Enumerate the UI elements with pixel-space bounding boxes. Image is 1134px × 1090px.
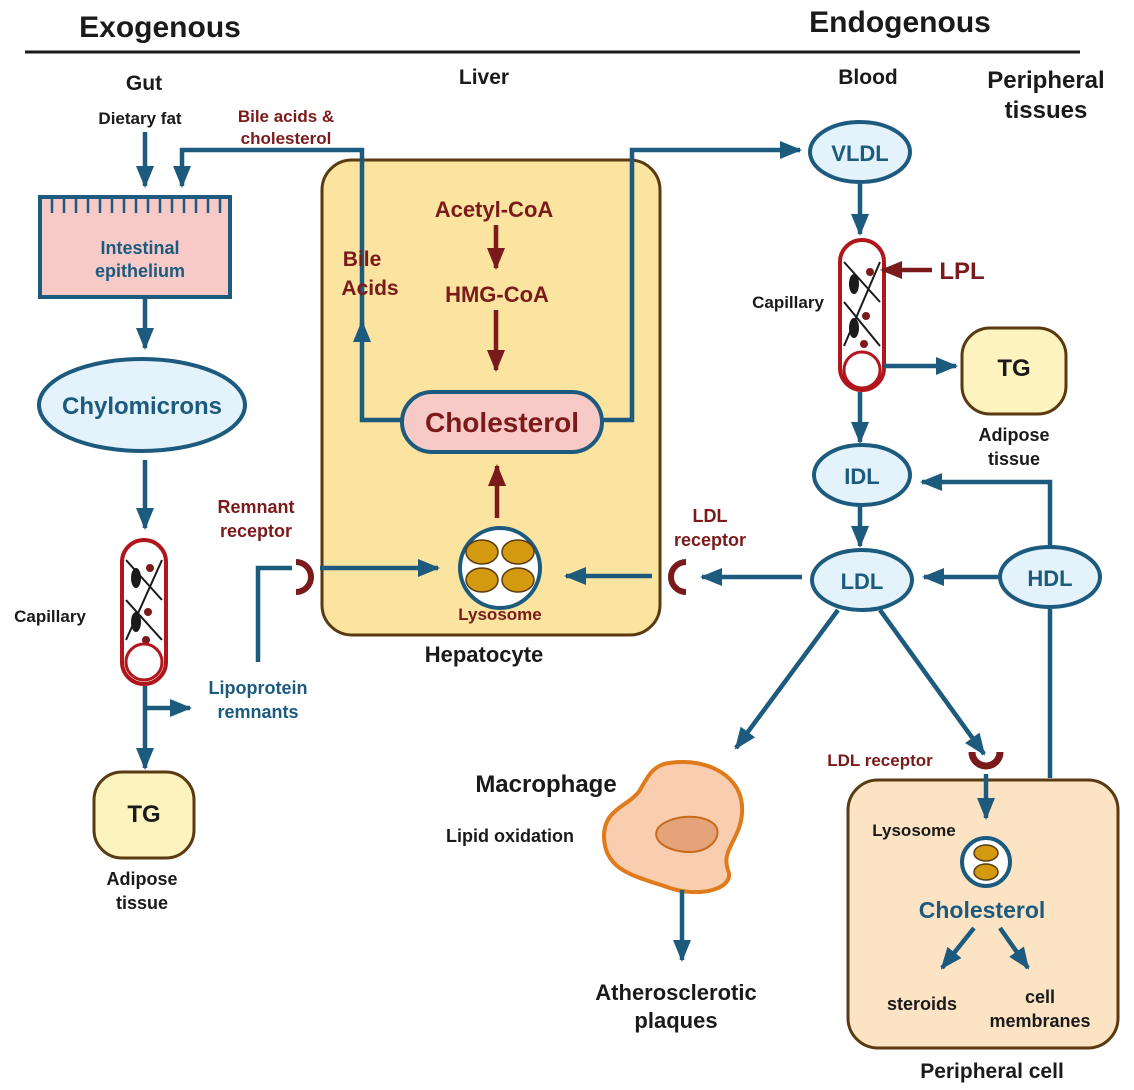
blood-capillary-icon bbox=[838, 238, 886, 392]
intestinal-epithelium-label-line1: Intestinal bbox=[100, 238, 179, 258]
gut-capillary-label: Capillary bbox=[14, 607, 86, 626]
intestinal-epithelium: Intestinal epithelium bbox=[38, 195, 232, 299]
blood-capillary-label: Capillary bbox=[752, 293, 824, 312]
macrophage-label: Macrophage bbox=[475, 771, 616, 798]
hdl-node: HDL bbox=[998, 545, 1102, 609]
peripheral-cell-label: Peripheral cell bbox=[920, 1060, 1064, 1083]
hdl-to-idl-arrow bbox=[920, 473, 1053, 546]
cell-membranes-label-line1: cell bbox=[1025, 987, 1055, 1007]
bile-acids-label-line1: Bile bbox=[343, 248, 382, 271]
hepatocyte-label: Hepatocyte bbox=[425, 642, 544, 667]
gut-adipose-label-line2: tissue bbox=[116, 893, 168, 913]
peripheral-ldl-receptor-label: LDL receptor bbox=[827, 751, 933, 770]
ldl-to-peripheral-receptor-arrow bbox=[878, 608, 986, 756]
vldl-node: VLDL bbox=[808, 120, 912, 184]
peripheral-tissues-label-line2: tissues bbox=[1005, 97, 1088, 124]
bile-acids-cholesterol-label-line1: Bile acids & bbox=[238, 107, 334, 126]
gut-tg-node: TG bbox=[92, 770, 196, 860]
capillary-icon bbox=[120, 538, 168, 686]
endogenous-header: Endogenous bbox=[809, 6, 991, 39]
cholesterol-to-vldl-arrow bbox=[602, 141, 802, 423]
peripheral-lysosome-icon bbox=[960, 836, 1012, 888]
hmg-coa-label: HMG-CoA bbox=[445, 282, 549, 307]
blood-tg-node: TG bbox=[960, 326, 1068, 416]
vldl-label: VLDL bbox=[831, 141, 888, 166]
lipoprotein-remnants-label-line1: Lipoprotein bbox=[209, 678, 308, 698]
plaques-label-line2: plaques bbox=[634, 1008, 717, 1033]
microvilli-icon bbox=[50, 197, 222, 213]
acetyl-coa-label: Acetyl-CoA bbox=[435, 197, 554, 222]
gut-column-label: Gut bbox=[126, 72, 162, 95]
ldl-to-macrophage-arrow bbox=[734, 608, 840, 750]
chylomicrons-label: Chylomicrons bbox=[62, 393, 222, 420]
chylomicrons-node: Chylomicrons bbox=[37, 357, 247, 453]
exogenous-header: Exogenous bbox=[79, 11, 241, 44]
peripheral-tissues-label-line1: Peripheral bbox=[987, 67, 1104, 94]
hdl-label: HDL bbox=[1027, 566, 1072, 591]
remnant-receptor-label-line1: Remnant bbox=[217, 497, 294, 517]
bile-acids-label-line2: Acids bbox=[341, 277, 398, 300]
peripheral-ldl-receptor-icon bbox=[968, 751, 1004, 770]
bile-acids-cholesterol-label-line2: cholesterol bbox=[241, 129, 332, 148]
liver-lysosome-icon bbox=[458, 526, 542, 610]
plaques-label-line1: Atherosclerotic bbox=[595, 980, 756, 1005]
cholesterol-to-bile-acids-arrow bbox=[353, 320, 404, 423]
blood-tg-label: TG bbox=[997, 355, 1030, 382]
remnant-receptor-icon bbox=[295, 559, 314, 595]
steroids-label: steroids bbox=[887, 994, 957, 1014]
blood-adipose-label-line2: tissue bbox=[988, 449, 1040, 469]
liver-cholesterol-node: Cholesterol bbox=[400, 390, 604, 454]
gut-tg-label: TG bbox=[127, 801, 160, 828]
gut-adipose-label-line1: Adipose bbox=[106, 869, 177, 889]
ldl-label: LDL bbox=[841, 569, 884, 594]
cholesterol-to-membranes-arrow bbox=[998, 926, 1030, 970]
lipoprotein-remnants-label-line2: remnants bbox=[217, 702, 298, 722]
lipid-oxidation-label: Lipid oxidation bbox=[446, 826, 574, 846]
blood-adipose-label-line1: Adipose bbox=[978, 425, 1049, 445]
idl-node: IDL bbox=[812, 443, 912, 507]
blood-column-label: Blood bbox=[838, 66, 897, 89]
cholesterol-to-steroids-arrow bbox=[940, 926, 976, 970]
remnants-to-receptor-line bbox=[255, 565, 292, 662]
liver-ldl-receptor-label-line1: LDL bbox=[693, 506, 728, 526]
dietary-fat-label: Dietary fat bbox=[98, 109, 181, 128]
lpl-label: LPL bbox=[939, 258, 984, 285]
bile-to-gut-arrow bbox=[173, 147, 365, 338]
liver-column-label: Liver bbox=[459, 66, 509, 89]
intestinal-epithelium-label-line2: epithelium bbox=[95, 261, 185, 281]
peripheral-cell bbox=[846, 778, 1120, 1050]
liver-ldl-receptor-icon bbox=[668, 559, 687, 595]
peripheral-cholesterol-label: Cholesterol bbox=[919, 897, 1046, 923]
liver-cholesterol-label: Cholesterol bbox=[425, 407, 579, 438]
liver-lysosome-label: Lysosome bbox=[458, 605, 541, 624]
remnant-receptor-label-line2: receptor bbox=[220, 521, 292, 541]
liver-ldl-receptor-label-line2: receptor bbox=[674, 530, 746, 550]
peripheral-lysosome-label: Lysosome bbox=[872, 821, 955, 840]
idl-label: IDL bbox=[844, 464, 879, 489]
ldl-node: LDL bbox=[810, 548, 914, 612]
cell-membranes-label-line2: membranes bbox=[989, 1011, 1090, 1031]
macrophage-cell-icon bbox=[601, 759, 745, 895]
